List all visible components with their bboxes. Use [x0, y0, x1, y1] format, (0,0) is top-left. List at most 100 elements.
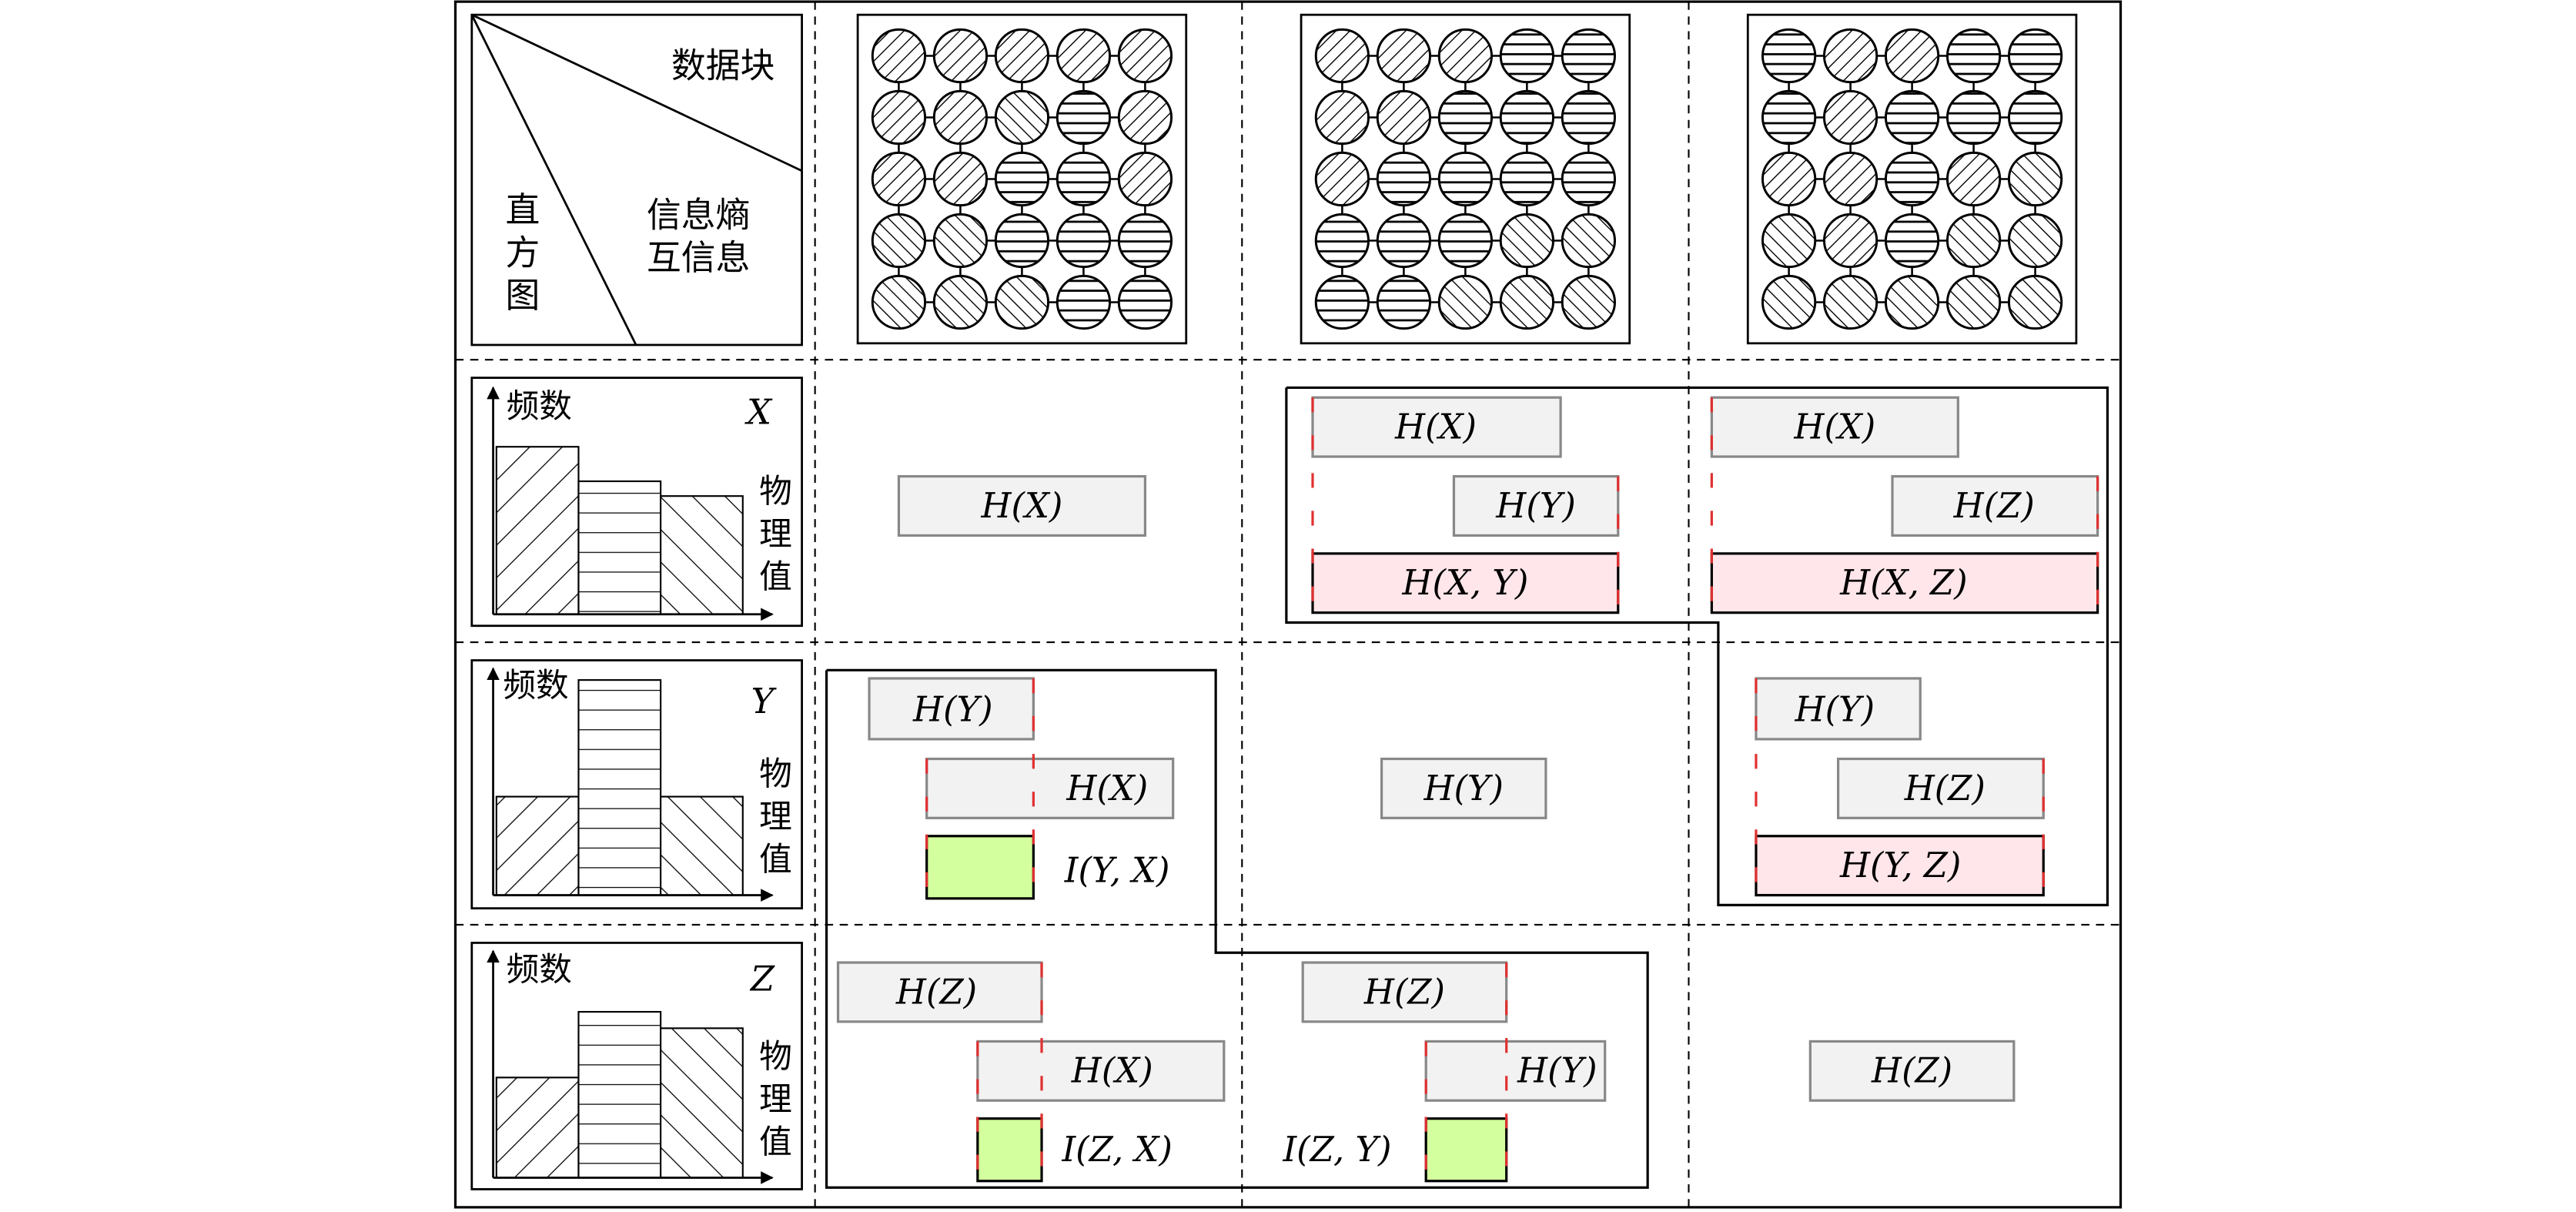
- histogram-y-bar-3: [660, 795, 744, 896]
- data-point-circle: [1437, 28, 1494, 84]
- data-point-circle: [1822, 28, 1878, 84]
- cell-y-y: H(Y): [1380, 757, 1547, 819]
- data-point-circle: [1761, 28, 1817, 84]
- data-point-circle: [1561, 151, 1616, 207]
- entropy-hy-label: H(Y): [1423, 768, 1504, 809]
- yz-hy-box: [1755, 677, 1922, 741]
- data-point-circle: [1499, 213, 1554, 269]
- histogram-y-var: Y: [751, 681, 778, 722]
- data-point-circle: [2007, 213, 2063, 269]
- data-point-circle: [2007, 28, 2063, 84]
- data-point-circle: [1437, 274, 1494, 330]
- histogram-z-ylabel: 频数: [507, 950, 572, 989]
- data-point-circle: [1884, 89, 1940, 146]
- table-grid: [455, 2, 2121, 1207]
- corner-diagonal-lower: [470, 14, 637, 346]
- cell-x-z: H(X) H(Z) H(X, Z): [1710, 396, 2099, 614]
- data-point-circle: [1561, 274, 1616, 330]
- data-point-circle: [1055, 213, 1112, 269]
- zy-hy-label: H(Y): [1517, 1050, 1597, 1091]
- histogram-y: 频数 Y 物 理 值: [470, 659, 803, 910]
- data-point-circle: [1945, 213, 2002, 269]
- data-point-circle: [1314, 28, 1370, 84]
- yz-hz-label: H(Z): [1904, 768, 1986, 809]
- data-point-circle: [1055, 28, 1112, 84]
- data-point-circle: [1822, 213, 1878, 269]
- yz-joint-label: H(Y, Z): [1839, 845, 1961, 886]
- histogram-x-bar-1: [495, 446, 580, 615]
- data-point-circle: [1884, 28, 1940, 84]
- data-point-circle: [1055, 274, 1112, 330]
- data-point-circle: [1376, 151, 1432, 207]
- xz-hz-label: H(Z): [1953, 485, 2035, 526]
- zy-hz-box: [1301, 961, 1508, 1023]
- data-point-circle: [994, 151, 1050, 207]
- data-block-frame: [1746, 13, 2078, 345]
- corner-label-hist-3: 图: [506, 275, 540, 316]
- data-point-circle: [1945, 28, 2002, 84]
- xy-hy-box: [1452, 475, 1620, 537]
- corner-diagonal-upper: [471, 13, 803, 172]
- data-point-circle: [1761, 151, 1817, 207]
- data-point-circle: [2007, 89, 2063, 146]
- data-point-circle: [994, 28, 1050, 84]
- yx-mutual-label: I(Y, X): [1064, 850, 1170, 891]
- data-point-circle: [1945, 89, 2002, 146]
- histogram-y-xlabel-1: 物: [759, 755, 792, 794]
- corner-header: 数据块 信息熵 互信息 直 方 图: [470, 13, 803, 347]
- data-block-3: [1746, 13, 2078, 345]
- xy-joint-label: H(X, Y): [1401, 562, 1528, 603]
- histogram-z-xlabel-2: 理: [759, 1080, 792, 1119]
- yz-hz-box: [1837, 757, 2045, 819]
- data-point-circle: [1117, 274, 1173, 330]
- yz-joint-box: [1755, 835, 2045, 897]
- data-point-circle: [1822, 89, 1878, 146]
- data-point-circle: [1499, 274, 1554, 330]
- data-point-circle: [1945, 151, 2002, 207]
- zx-hz-label: H(Z): [895, 971, 977, 1012]
- histogram-x-xlabel-1: 物: [759, 473, 792, 511]
- data-block-2: [1300, 13, 1631, 345]
- histogram-x: 频数 X 物 理 值: [470, 377, 803, 628]
- data-point-circle: [871, 89, 927, 146]
- data-point-circle: [1376, 213, 1432, 269]
- data-point-circle: [1884, 274, 1940, 330]
- histogram-z-var: Z: [749, 958, 775, 999]
- outer-frame: [453, 0, 2123, 1209]
- data-point-circle: [1945, 274, 2002, 330]
- cell-z-x: H(Z) H(X) I(Z, X): [836, 961, 1226, 1183]
- histogram-z: 频数 Z 物 理 值: [470, 942, 803, 1190]
- zy-hy-box: [1424, 1040, 1607, 1102]
- data-point-circle: [1822, 274, 1878, 330]
- data-point-circle: [994, 274, 1050, 330]
- data-point-circle: [871, 28, 927, 84]
- data-point-circle: [1822, 151, 1878, 207]
- data-point-circle: [1376, 28, 1432, 84]
- data-point-circle: [1499, 151, 1554, 207]
- data-point-circle: [1761, 274, 1817, 330]
- corner-label-hist-2: 方: [506, 232, 540, 273]
- cell-y-z: H(Y) H(Z) H(Y, Z): [1755, 677, 2045, 897]
- entropy-hy-box: [1380, 757, 1547, 819]
- histogram-y-bar-2: [577, 679, 662, 896]
- data-point-circle: [1761, 213, 1817, 269]
- zy-hz-label: H(Z): [1363, 971, 1445, 1012]
- entropy-hx-box: [897, 475, 1147, 537]
- entropy-hx-label: H(X): [980, 485, 1062, 526]
- histogram-x-box: [470, 377, 803, 628]
- data-point-circle: [2007, 151, 2063, 207]
- zx-mutual-label: I(Z, X): [1061, 1129, 1172, 1170]
- data-point-circle: [871, 151, 927, 207]
- data-point-circle: [1561, 213, 1616, 269]
- data-point-circle: [871, 274, 927, 330]
- data-point-circle: [1499, 89, 1554, 146]
- cell-y-x: H(Y) H(X) I(Y, X): [868, 677, 1175, 900]
- lower-triangle-outline: [825, 668, 1649, 1189]
- data-point-circle: [871, 213, 927, 269]
- xy-hy-label: H(Y): [1495, 485, 1576, 526]
- data-point-circle: [1055, 151, 1112, 207]
- yx-hy-box: [868, 677, 1035, 741]
- data-point-circle: [1055, 89, 1112, 146]
- data-block-grids: [856, 13, 2078, 345]
